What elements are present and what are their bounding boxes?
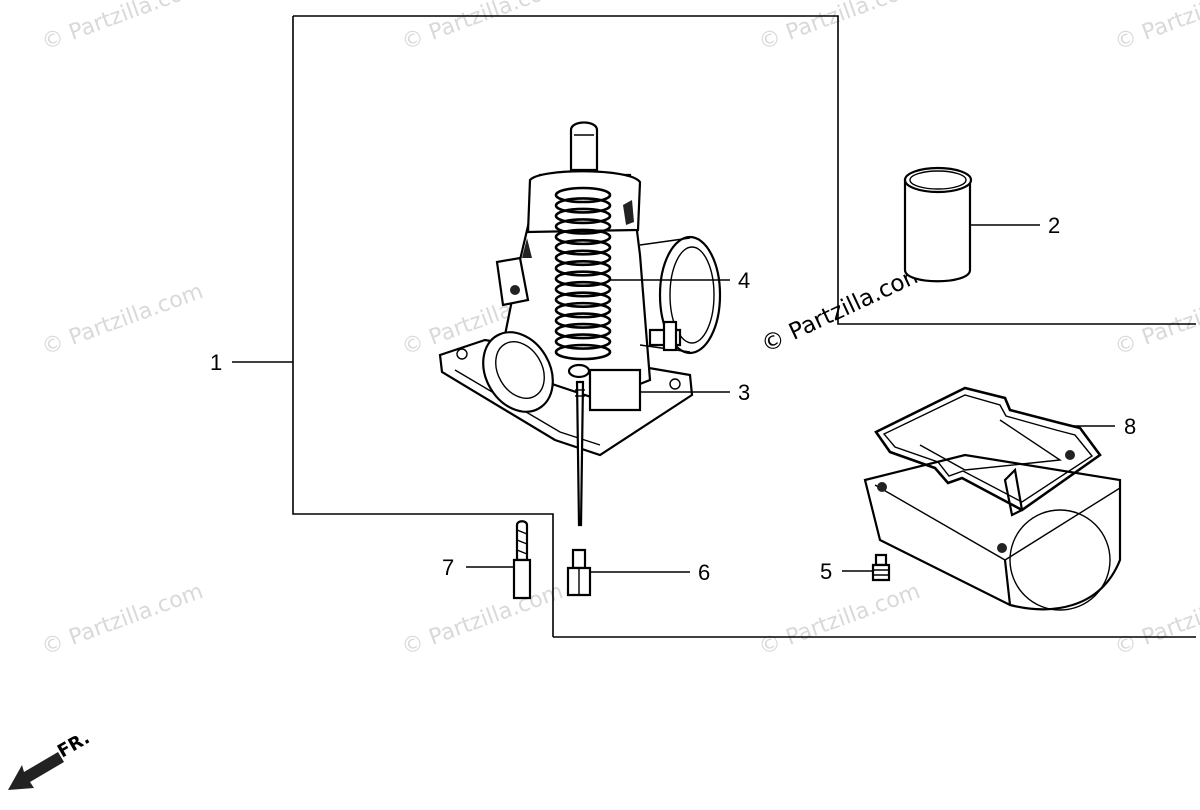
float-bowl-illustration <box>863 419 1122 611</box>
callout-4: 4 <box>738 268 750 293</box>
watermark: © Partzilla.com <box>399 579 567 661</box>
callout-2: 2 <box>1048 213 1060 238</box>
spring-coil <box>554 228 612 246</box>
spring-coil <box>554 259 612 277</box>
jet-needle-illustration <box>575 380 585 527</box>
spring-coil <box>554 270 612 288</box>
spring-coil <box>554 239 612 256</box>
watermark: © Partzilla.com <box>39 579 207 661</box>
spring-coil <box>554 249 612 267</box>
callout-7: 7 <box>442 555 454 580</box>
spring-coil <box>554 333 612 350</box>
spring-coil <box>554 186 612 204</box>
watermark: © Partzilla.com <box>756 0 924 56</box>
watermark: © Partzilla.com <box>399 0 567 56</box>
watermark: © Partzilla.com <box>1112 0 1200 56</box>
watermark: © Partzilla.com <box>756 579 924 661</box>
callout-1: 1 <box>210 350 222 375</box>
spring-coil <box>554 207 612 225</box>
watermark: © Partzilla.com <box>39 0 207 56</box>
gasket-illustration <box>874 386 1102 512</box>
spring-coil <box>554 291 612 308</box>
spring-coil <box>554 312 612 329</box>
watermark: © Partzilla.com <box>1112 579 1200 661</box>
callout-6: 6 <box>698 560 710 585</box>
callout-5: 5 <box>820 559 832 584</box>
spring-coil <box>554 301 612 319</box>
callout-3: 3 <box>738 380 750 405</box>
front-arrow-icon <box>8 752 64 790</box>
spring-coil <box>554 322 612 340</box>
leader-lines <box>232 224 1115 573</box>
bowl-drain-screw-illustration <box>871 553 891 582</box>
front-direction-indicator: FR. <box>8 727 93 790</box>
callout-8: 8 <box>1124 414 1136 439</box>
assembly-boundary <box>292 15 1196 638</box>
pilot-screw-illustration <box>512 520 532 600</box>
callout-labels: 1 2 3 4 5 6 7 8 <box>210 213 1136 585</box>
watermark: © Partzilla.com <box>39 279 207 361</box>
spring-coil <box>554 197 612 214</box>
spring-coil <box>554 343 612 361</box>
spring-coil <box>554 218 612 235</box>
needle-jet-holder-illustration <box>566 548 592 597</box>
throttle-slide-illustration <box>903 166 973 283</box>
spring-illustration <box>554 186 612 361</box>
watermark: © Partzilla.com <box>1112 279 1200 361</box>
watermark-dark: © Partzilla.com <box>758 260 930 359</box>
spring-coil <box>554 280 612 298</box>
